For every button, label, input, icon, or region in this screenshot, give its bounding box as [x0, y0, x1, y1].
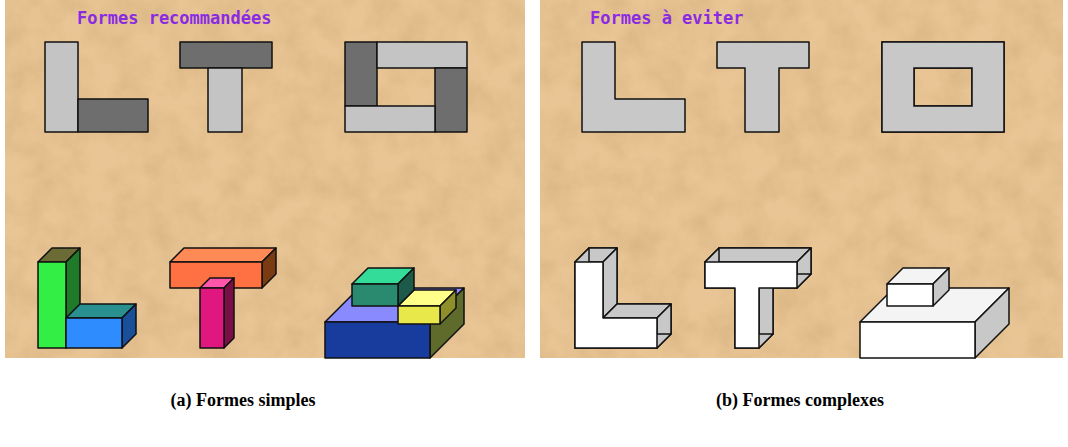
extrusion-front [575, 262, 657, 348]
bar-dark [180, 42, 272, 68]
box-front [170, 262, 262, 288]
panel-title: Formes recommandées [77, 8, 271, 28]
frame-shape [882, 42, 1004, 132]
l-shape [582, 42, 685, 132]
extrusion-face [705, 248, 811, 262]
box-front [325, 322, 430, 358]
bar-light [208, 68, 242, 132]
bar-light [377, 42, 467, 68]
box-front [38, 262, 66, 348]
sand-texture [540, 0, 1063, 358]
panel-title: Formes à eviter [590, 8, 744, 28]
box-front [860, 322, 975, 358]
bar-dark [345, 42, 377, 106]
box-front [200, 288, 224, 348]
box-top [170, 248, 276, 262]
panel: Formes recommandées [5, 0, 525, 358]
frame-shape [882, 42, 1004, 132]
box-side [933, 268, 949, 306]
bar-light [345, 106, 435, 132]
sand-panel [540, 0, 1063, 358]
extrusion-front [705, 262, 797, 348]
t-shape [717, 42, 809, 132]
panel: Formes à eviter [540, 0, 1063, 358]
box-front [352, 284, 398, 306]
box-side [398, 268, 414, 306]
box-front [887, 284, 933, 306]
box-side [122, 304, 136, 348]
caption: (a) Formes simples [171, 390, 316, 411]
box-side [975, 288, 1009, 358]
box-side [224, 278, 234, 348]
bar-light [45, 42, 78, 132]
box-front [66, 318, 122, 348]
caption: (b) Formes complexes [716, 390, 884, 411]
bar-dark [435, 68, 467, 132]
box-side [440, 290, 456, 324]
sand-panel [5, 0, 525, 358]
box-front [398, 306, 440, 324]
box-side [262, 248, 276, 288]
bar-dark [78, 99, 148, 132]
sand-texture [5, 0, 525, 358]
